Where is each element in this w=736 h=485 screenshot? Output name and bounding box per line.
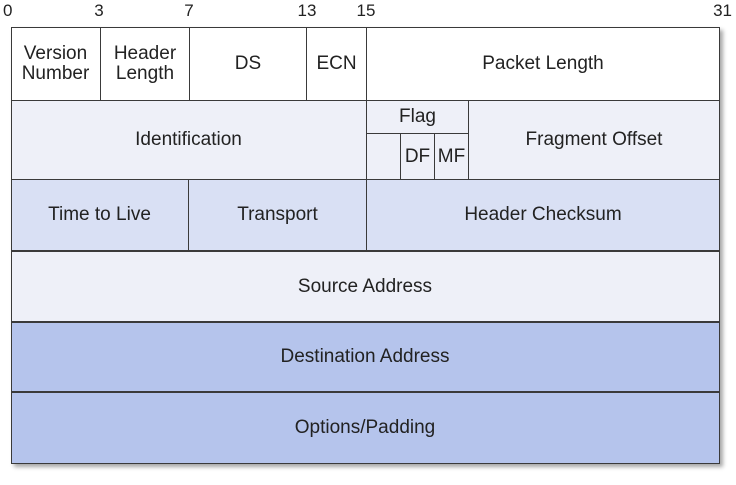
- field-packet-length: Packet Length: [367, 27, 720, 101]
- field-header-length: Header Length: [101, 27, 190, 101]
- bit-marker-15: 15: [356, 1, 376, 20]
- bit-marker-0: 0: [3, 1, 13, 20]
- field-identification: Identification: [11, 101, 367, 180]
- field-mf: MF: [435, 134, 469, 180]
- bit-marker-3: 3: [94, 1, 104, 20]
- field-ds: DS: [190, 27, 307, 101]
- field-destination-address: Destination Address: [11, 323, 720, 393]
- field-transport: Transport: [189, 180, 367, 251]
- field-time-to-live: Time to Live: [11, 180, 189, 251]
- field-flag-reserved: [367, 134, 401, 180]
- field-df: DF: [401, 134, 435, 180]
- field-source-address: Source Address: [11, 251, 720, 323]
- bit-marker-7: 7: [184, 1, 194, 20]
- field-ecn: ECN: [307, 27, 367, 101]
- field-flag: Flag: [367, 101, 469, 134]
- field-fragment-offset: Fragment Offset: [469, 101, 720, 180]
- field-header-checksum: Header Checksum: [367, 180, 720, 251]
- ip-header-diagram: Version Number Header Length DS ECN Pack…: [11, 27, 720, 464]
- field-version-number: Version Number: [11, 27, 101, 101]
- bit-marker-13: 13: [297, 1, 317, 20]
- field-options-padding: Options/Padding: [11, 393, 720, 464]
- bit-marker-31: 31: [713, 1, 732, 20]
